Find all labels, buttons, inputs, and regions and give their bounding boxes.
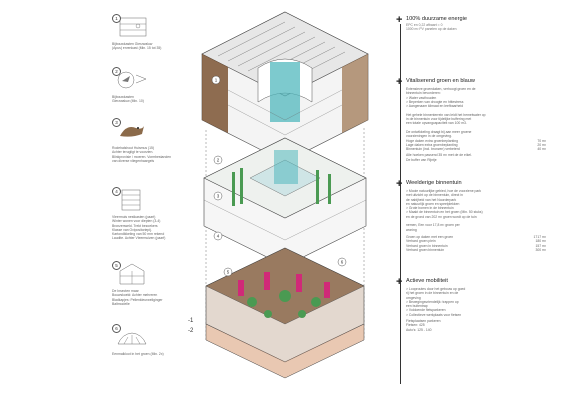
exploded-axonometric: 1 2 3 4 5 6 <box>188 10 382 390</box>
legend-number: 4 <box>112 187 121 196</box>
legend-caption: Rodehalshout Huismus (15) Achter terugli… <box>112 146 171 163</box>
svg-text:4: 4 <box>217 234 220 239</box>
legend-caption: Bijbouwkasten Gierzwaluw (Min. 10) <box>112 95 144 104</box>
section-garden: + Weelderige binnentuin > Mooie natuurli… <box>396 178 546 252</box>
plus-icon: + <box>396 76 403 88</box>
level-label: -2 <box>188 328 194 334</box>
section-subtitle: EPC en 0,22 afbaart = 0 1000 m² PV panel… <box>406 23 457 32</box>
section-body: Extensieve groendaken, verhoogt groen en… <box>406 87 486 139</box>
legend-number: 3 <box>112 118 121 127</box>
section-green-blue: + Vitaliserend groen en blauw Extensieve… <box>396 76 546 162</box>
legend-item: 2 Bijbouwkasten Gierzwaluw (Min. 10) <box>112 67 192 104</box>
legend-number: 5 <box>112 261 121 270</box>
green-level <box>203 137 367 267</box>
courtyard-level <box>205 247 365 379</box>
plus-icon: + <box>396 276 403 288</box>
svg-text:5: 5 <box>227 270 230 275</box>
legend-number: 6 <box>112 324 121 333</box>
legend-number: 1 <box>112 14 121 23</box>
plus-icon: + <box>396 178 403 190</box>
legend-item: 3 Rodehalshout Huismus (15) Achter terug… <box>112 118 192 163</box>
hedgehog-shelter-icon: 6 <box>112 324 152 350</box>
swift-nestbox-icon: 1 <box>112 14 152 40</box>
legend-item: 4 Vleermuis nestkasten (paart) Winter wo… <box>112 187 192 241</box>
building-drawing: 1 2 3 4 5 6 <box>201 11 369 379</box>
section-body: > Looproutes door het gebouw op goed rij… <box>406 287 466 317</box>
roof-level <box>201 11 369 163</box>
section-energy: + 100% duurzame energie EPC en 0,22 afba… <box>396 14 546 32</box>
level-label: -1 <box>188 318 194 324</box>
timeline-line <box>399 24 401 384</box>
bat-box-icon: 4 <box>112 187 152 213</box>
svg-text:3: 3 <box>217 194 220 199</box>
swift-bird-icon: 2 <box>112 67 152 93</box>
legend-caption: Vleermuis nestkasten (paart) Winter wone… <box>112 215 166 241</box>
legend-item: 1 Bijbouwkasten Gierzwaluw (Apus) ervenk… <box>112 14 192 51</box>
section-title: 100% duurzame energie <box>406 16 467 22</box>
section-body: > Mooie natuurlijke gebied, hoe de voorz… <box>406 189 483 232</box>
plus-icon: + <box>396 14 403 26</box>
section-note: Alle hoeken passend 35 m² met de de eike… <box>406 153 472 162</box>
section-mobility: + Actieve mobiliteit > Looproutes door h… <box>396 276 546 332</box>
section-title: Vitaliserend groen en blauw <box>406 78 475 84</box>
legend-item: 5 De Insecten maar Bouwskoeld: Achter me… <box>112 261 192 306</box>
svg-text:2: 2 <box>217 158 220 163</box>
section-title: Actieve mobiliteit <box>406 278 448 284</box>
legend-caption: Bijbouwkasten Gierzwaluw (Apus) ervenkas… <box>112 42 162 51</box>
legend-caption: Eenmalkloot in het groen (Min. 2x) <box>112 352 164 356</box>
insect-hotel-icon: 5 <box>112 261 152 287</box>
section-note: Fietsplaatsen parkeren Fietsen: 425 Auto… <box>406 319 441 332</box>
legend-item: 6 Eenmalkloot in het groen (Min. 2x) <box>112 324 192 356</box>
legend-number: 2 <box>112 67 121 76</box>
section-title: Weelderige binnentuin <box>406 180 462 186</box>
sparrow-icon: 3 <box>112 118 152 144</box>
legend-caption: De Insecten maar Bouwskoeld: Achter mehr… <box>112 289 163 306</box>
svg-text:6: 6 <box>341 260 344 265</box>
svg-text:1: 1 <box>215 78 218 83</box>
